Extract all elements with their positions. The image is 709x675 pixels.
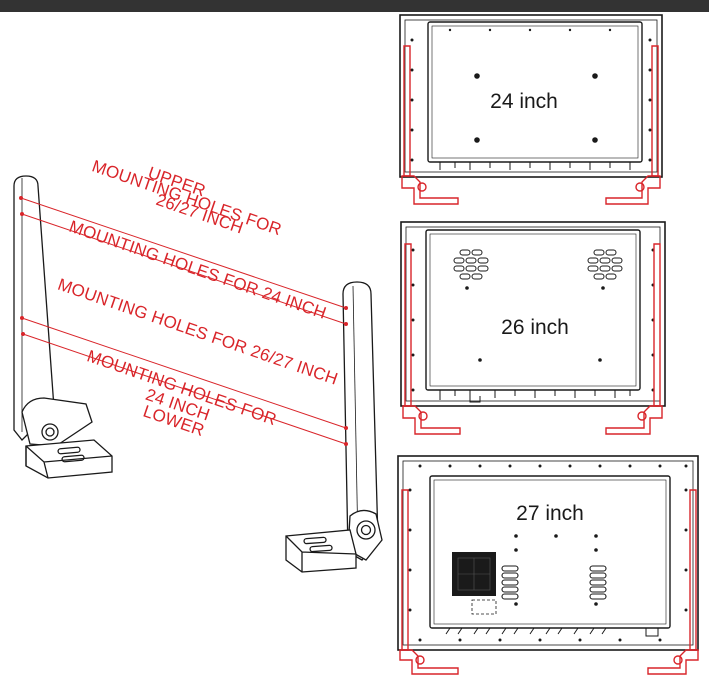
- line-2627: [21, 317, 347, 429]
- monitor-24: 24 inch: [399, 14, 663, 205]
- header-bar: [0, 0, 709, 12]
- left-bracket: [13, 175, 113, 479]
- monitor-27-label: 27 inch: [516, 502, 584, 525]
- monitor-26-label: 26 inch: [501, 316, 569, 339]
- monitor-26: 26 inch: [400, 221, 666, 435]
- right-bracket: [285, 281, 383, 573]
- label-upper-line1: MOUNTING HOLES FOR: [90, 156, 284, 239]
- line-upper-2627: [20, 197, 347, 309]
- line-lower-24: [22, 333, 347, 445]
- hole-connector-lines: [20, 197, 347, 445]
- monitor-24-label: 24 inch: [490, 90, 558, 113]
- hole-labels: UPPER MOUNTING HOLES FOR 26/27 INCH MOUN…: [55, 156, 340, 440]
- line-24: [21, 213, 347, 325]
- monitor-27: 27 inch: [397, 455, 699, 675]
